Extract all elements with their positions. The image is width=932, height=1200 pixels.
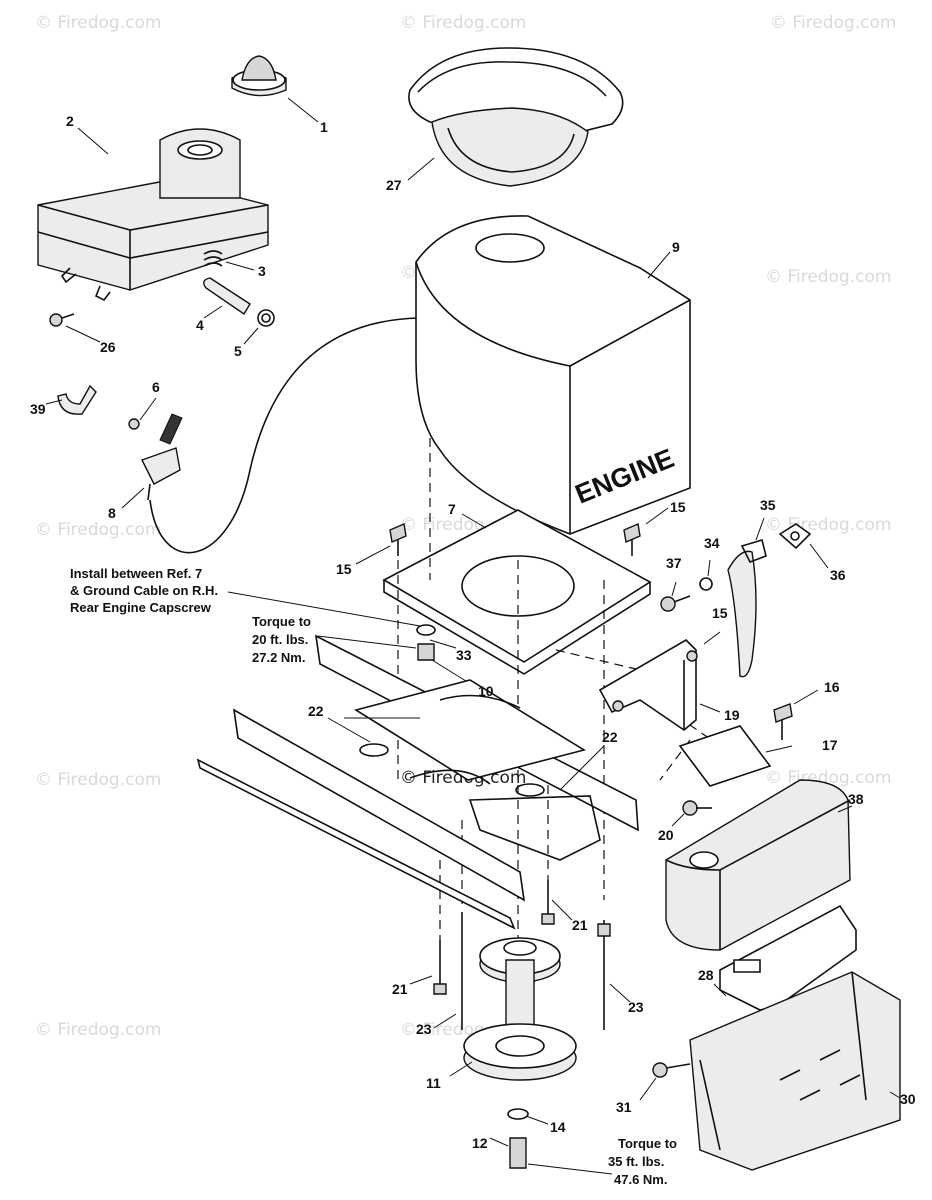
mounting-plate-7 bbox=[382, 509, 652, 675]
bolt-15 bbox=[355, 507, 669, 565]
callout-22-right: 22 bbox=[602, 729, 618, 745]
callout-7: 7 bbox=[448, 501, 456, 517]
callout-9: 9 bbox=[672, 239, 680, 255]
callout-22-left: 22 bbox=[308, 703, 324, 719]
callout-16: 16 bbox=[824, 679, 840, 695]
fuel-tank bbox=[37, 127, 269, 302]
svg-text:Install between Ref. 7: Install between Ref. 7 bbox=[70, 566, 202, 581]
callout-14: 14 bbox=[550, 1119, 566, 1135]
callout-23-left: 23 bbox=[416, 1021, 432, 1037]
callout-33: 33 bbox=[456, 647, 472, 663]
svg-text:Rear Engine Capscrew: Rear Engine Capscrew bbox=[70, 600, 212, 615]
svg-text:Torque to: Torque to bbox=[252, 614, 311, 629]
cable-clamp-39 bbox=[45, 384, 97, 415]
blower-shroud-27 bbox=[407, 47, 624, 187]
callout-27: 27 bbox=[386, 177, 402, 193]
bolts-21-23 bbox=[409, 880, 631, 1030]
exhaust-hardware bbox=[660, 517, 829, 678]
callout-2: 2 bbox=[66, 113, 74, 129]
svg-text:& Ground Cable on R.H.: & Ground Cable on R.H. bbox=[70, 583, 218, 598]
callouts: 1 2 3 4 5 6 7 8 9 10 11 12 14 15 15 15 1… bbox=[30, 113, 916, 1151]
callout-4: 4 bbox=[196, 317, 204, 333]
watermark: © Firedog.com bbox=[765, 267, 891, 287]
install-note: Install between Ref. 7 & Ground Cable on… bbox=[70, 566, 218, 615]
guard-30 bbox=[639, 971, 901, 1171]
callout-6: 6 bbox=[152, 379, 160, 395]
torque-note-35: Torque to 35 ft. lbs. 47.6 Nm. bbox=[608, 1136, 677, 1187]
watermark: © Firedog.com bbox=[35, 1020, 161, 1040]
callout-3: 3 bbox=[258, 263, 266, 279]
svg-text:35 ft. lbs.: 35 ft. lbs. bbox=[608, 1154, 664, 1169]
torque-note-20: Torque to 20 ft. lbs. 27.2 Nm. bbox=[252, 614, 311, 665]
svg-text:20 ft. lbs.: 20 ft. lbs. bbox=[252, 632, 308, 647]
callout-30: 30 bbox=[900, 1091, 916, 1107]
callout-34: 34 bbox=[704, 535, 720, 551]
callout-1: 1 bbox=[320, 119, 328, 135]
callout-15-right: 15 bbox=[670, 499, 686, 515]
throttle-control bbox=[121, 317, 421, 554]
callout-21-left: 21 bbox=[392, 981, 408, 997]
fuel-cap bbox=[231, 55, 319, 123]
callout-17: 17 bbox=[822, 737, 838, 753]
engine-9: ENGINE bbox=[415, 215, 691, 535]
svg-text:Torque to: Torque to bbox=[618, 1136, 677, 1151]
callout-23-right: 23 bbox=[628, 999, 644, 1015]
svg-text:47.6 Nm.: 47.6 Nm. bbox=[614, 1172, 667, 1187]
callout-36: 36 bbox=[830, 567, 846, 583]
callout-35: 35 bbox=[760, 497, 776, 513]
callout-38: 38 bbox=[848, 791, 864, 807]
watermark: © Firedog.com bbox=[400, 13, 526, 33]
callout-37: 37 bbox=[666, 555, 682, 571]
callout-19: 19 bbox=[724, 707, 740, 723]
callout-11: 11 bbox=[426, 1075, 441, 1091]
pulley-11 bbox=[449, 937, 613, 1175]
muffler-bracket-19 bbox=[598, 631, 721, 732]
screw-26 bbox=[49, 313, 101, 343]
callout-15-left: 15 bbox=[336, 561, 352, 577]
washer-33 bbox=[416, 624, 475, 687]
watermark: © Firedog.com bbox=[35, 520, 161, 540]
callout-15-bracket: 15 bbox=[712, 605, 728, 621]
callout-31: 31 bbox=[616, 1099, 632, 1115]
callout-12: 12 bbox=[472, 1135, 488, 1151]
frame-rails bbox=[196, 634, 639, 930]
callout-8: 8 bbox=[108, 505, 116, 521]
callout-28: 28 bbox=[698, 967, 714, 983]
callout-21-right: 21 bbox=[572, 917, 588, 933]
watermark: © Firedog.com bbox=[770, 13, 896, 33]
watermark: © Firedog.com bbox=[35, 13, 161, 33]
shield-28 bbox=[713, 904, 857, 1011]
muffler-38 bbox=[665, 779, 853, 951]
svg-text:27.2 Nm.: 27.2 Nm. bbox=[252, 650, 305, 665]
heat-shield-17 bbox=[678, 689, 819, 787]
callout-26: 26 bbox=[100, 339, 116, 355]
watermark: © Firedog.com bbox=[35, 770, 161, 790]
fuel-hose-assembly bbox=[203, 250, 275, 345]
callout-5: 5 bbox=[234, 343, 242, 359]
callout-20: 20 bbox=[658, 827, 674, 843]
callout-39: 39 bbox=[30, 401, 46, 417]
note-leaders bbox=[227, 591, 421, 649]
callout-10: 10 bbox=[478, 683, 494, 699]
screw-20 bbox=[671, 800, 712, 827]
